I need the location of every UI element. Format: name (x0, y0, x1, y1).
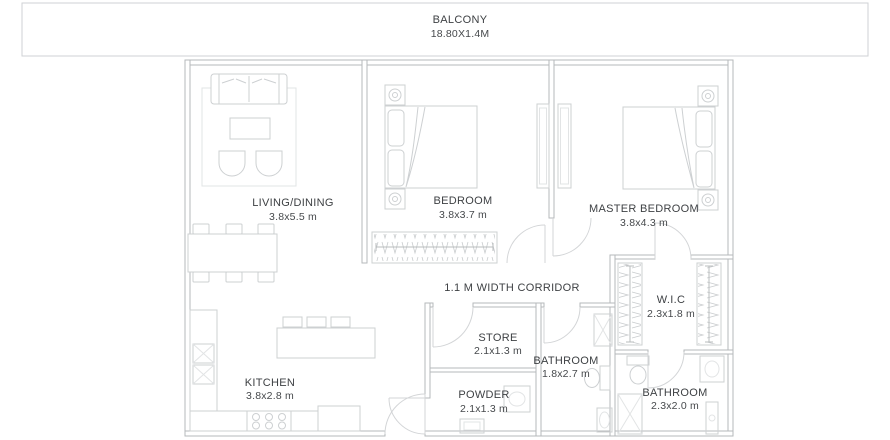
living-room-furniture (187, 73, 297, 283)
dining-chair (225, 223, 243, 235)
wall-store-powder-divider (429, 367, 537, 373)
wall-right (727, 59, 734, 437)
kitchen-label: KITCHEN (245, 377, 295, 389)
wall-wic-north-a (614, 254, 656, 260)
wall-bedroom-master (548, 59, 555, 219)
nightstand (697, 85, 719, 107)
washbasin (699, 355, 725, 383)
wic-wardrobes (617, 262, 722, 346)
bedroom-dims: 3.8x3.7 m (439, 209, 487, 221)
blanket-fold (674, 107, 695, 189)
shower (617, 393, 643, 435)
bathroom-master-dims: 2.3x2.0 m (651, 400, 699, 412)
wardrobe-left (617, 262, 643, 346)
wic-dims: 2.3x1.8 m (647, 308, 695, 320)
wic-label: W.I.C (657, 294, 685, 306)
cabinet (705, 401, 719, 435)
powder-door (388, 397, 426, 435)
counter-left (189, 309, 218, 412)
master-bedroom-furniture (536, 85, 719, 211)
balcony (21, 2, 869, 57)
dining-table-set (187, 223, 278, 283)
wall-wic-south-a (614, 349, 649, 355)
powder-label: POWDER (458, 389, 509, 401)
bathroom-master-fixtures (617, 355, 725, 435)
bedroom-door (506, 224, 546, 264)
bathroom-master-label: BATHROOM (642, 387, 707, 399)
kitchen-island (276, 316, 376, 359)
blanket-fold (405, 106, 426, 188)
bedroom-label: BEDROOM (434, 195, 493, 207)
wall-living-bedroom (361, 59, 368, 264)
wic-door (654, 222, 692, 260)
bathroom-master-door (647, 351, 685, 389)
washbasin (596, 407, 613, 433)
dining-chair (192, 223, 210, 235)
dining-table (187, 233, 278, 273)
living-dining-dims: 3.8x5.5 m (269, 211, 317, 223)
toilet (626, 355, 650, 385)
coffee-table (229, 117, 271, 140)
bar-stool (330, 316, 351, 328)
bathroom-inner-dims: 1.8x2.7 m (542, 368, 590, 380)
master-bedroom-door (552, 217, 592, 257)
wall-corridor-south-c (579, 302, 616, 308)
balcony-dims: 18.80X1.4M (431, 28, 490, 40)
bedroom-furniture (371, 84, 498, 264)
wall-wic-north-b (690, 254, 734, 260)
shower (593, 313, 613, 347)
wall-corridor-south-b (472, 302, 545, 308)
living-dining-label: LIVING/DINING (252, 197, 334, 209)
bar-stool (282, 316, 303, 328)
balcony-outline (21, 2, 869, 57)
dining-chair (225, 271, 243, 283)
entrance-door (384, 393, 426, 435)
bathroom-inner-fixtures (584, 313, 613, 433)
room-labels: BALCONY 18.80X1.4M LIVING/DINING 3.8x5.5… (245, 14, 707, 415)
bed (384, 105, 478, 189)
toilet (584, 365, 611, 391)
bed (622, 106, 716, 190)
bedroom-wardrobe (371, 231, 498, 264)
corridor-label: 1.1 M WIDTH CORRIDOR (444, 282, 580, 294)
wardrobe-right (696, 262, 722, 346)
powder-dims: 2.1x1.3 m (460, 403, 508, 415)
dining-chair (257, 271, 275, 283)
kitchen-fixtures (189, 309, 376, 432)
dining-chair (192, 271, 210, 283)
bar-stool (306, 316, 327, 328)
bathroom-inner-door (543, 306, 581, 344)
armchair-right (255, 150, 283, 177)
balcony-label: BALCONY (433, 14, 488, 26)
island-counter (276, 327, 376, 359)
store-door (432, 306, 474, 348)
sofa (210, 73, 288, 105)
master-bedroom-dims: 3.8x4.3 m (620, 217, 668, 229)
store-dims: 2.1x1.3 m (474, 345, 522, 357)
store-label: STORE (478, 332, 517, 344)
wall-top (184, 59, 734, 66)
wall-bathroom-inner-west (535, 302, 542, 437)
refrigerator (317, 405, 361, 432)
dining-chair (257, 223, 275, 235)
wall-store-powder-west (424, 302, 431, 399)
built-in-cabinet (536, 103, 572, 189)
wall-bottom-left (184, 430, 386, 437)
kitchen-sink (192, 343, 215, 385)
powder-fixtures (459, 385, 531, 434)
nightstand (697, 189, 719, 211)
nightstand (384, 84, 406, 106)
bathroom-inner-label: BATHROOM (533, 355, 598, 367)
master-bedroom-label: MASTER BEDROOM (589, 203, 699, 215)
doors (384, 217, 692, 435)
toilet (459, 418, 485, 434)
nightstand (384, 188, 406, 210)
washbasin (503, 385, 531, 413)
armchair-left (218, 150, 246, 177)
wall-wic-south-b (683, 349, 734, 355)
stove (246, 410, 292, 432)
kitchen-dims: 3.8x2.8 m (246, 390, 294, 402)
